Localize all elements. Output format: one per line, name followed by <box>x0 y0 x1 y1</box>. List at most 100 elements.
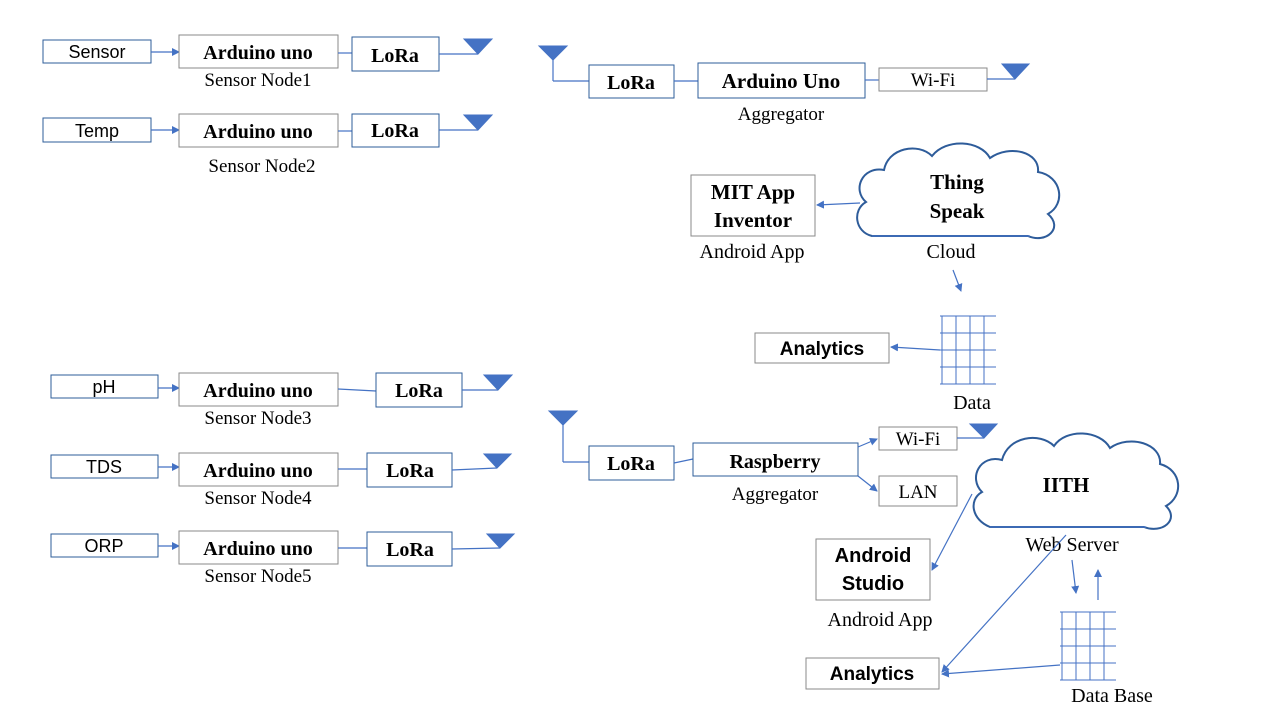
lora-box <box>588 445 675 481</box>
analytics-label: Analytics <box>830 664 914 685</box>
app-box <box>690 174 816 237</box>
server-to-analytics-arrow <box>941 534 1067 673</box>
sensor-label: TDS <box>86 457 122 477</box>
cloud-caption: Cloud <box>927 241 976 263</box>
node-caption: Sensor Node1 <box>204 70 311 91</box>
antenna-icon <box>462 38 494 55</box>
lan-label: LAN <box>898 482 937 503</box>
antenna-icon <box>485 533 516 549</box>
server-to-db-arrow <box>1071 559 1080 594</box>
mcu-label: Raspberry <box>729 451 820 473</box>
cloud-icon <box>856 142 1061 240</box>
database-caption: Data Base <box>1071 685 1153 707</box>
iith-cloud: IITH Web Server <box>972 432 1180 556</box>
server-to-app-arrow <box>931 493 973 571</box>
sensor-label: Temp <box>75 121 119 141</box>
sensor-box <box>50 374 159 399</box>
antenna-icon <box>482 374 514 391</box>
mcu-box <box>178 372 339 407</box>
lora-label: LoRa <box>607 453 655 475</box>
mcu-box <box>178 34 339 69</box>
lora-box <box>366 452 453 488</box>
lora-label: LoRa <box>386 460 434 482</box>
sensor-node-3: pH Arduino uno Sensor Node3 LoRa <box>50 372 514 429</box>
data-table-icon <box>940 315 996 385</box>
app-title-line1: MIT App <box>711 180 795 204</box>
mcu-label: Arduino uno <box>203 460 313 482</box>
aggregator-raspberry: LoRa Raspberry Aggregator Wi-Fi LAN <box>547 410 999 507</box>
data-caption: Data <box>953 392 991 414</box>
analytics-box <box>754 332 890 364</box>
cloud-title-line1: Thing <box>930 170 984 194</box>
cloud-icon <box>972 432 1180 530</box>
sensor-node-1: Sensor Arduino uno Sensor Node1 LoRa <box>42 34 494 91</box>
cloud-title-line2: Speak <box>930 199 985 223</box>
mcu-box <box>178 113 339 148</box>
aggregator-arduino: LoRa Arduino Uno Aggregator Wi-Fi <box>537 45 1031 125</box>
lora-box <box>588 64 675 99</box>
antenna-icon <box>537 45 569 61</box>
lora-label: LoRa <box>371 120 419 142</box>
antenna-icon <box>968 423 999 439</box>
mcu-label: Arduino uno <box>203 121 313 143</box>
sensor-node-5: ORP Arduino uno Sensor Node5 LoRa <box>50 530 516 587</box>
node-caption: Sensor Node3 <box>204 408 311 429</box>
mcu-to-lora-line <box>337 388 377 392</box>
data-store-1: Data Analytics <box>754 269 996 414</box>
sensor-label: ORP <box>84 536 123 556</box>
mcu-box <box>178 530 339 565</box>
cloud-title-line1: IITH <box>1043 473 1090 497</box>
node-caption: Sensor Node2 <box>208 156 315 177</box>
mcu-box <box>178 452 339 487</box>
app-caption: Android App <box>700 241 805 263</box>
analytics-box <box>805 657 940 690</box>
lora-label: LoRa <box>395 380 443 402</box>
antenna-feed <box>451 547 501 550</box>
data-to-analytics-arrow <box>890 343 941 352</box>
android-studio: Android Studio Android App <box>815 493 973 631</box>
mcu-label: Arduino uno <box>203 380 313 402</box>
app-title-line2: Inventor <box>714 208 792 232</box>
database-table-icon <box>1060 611 1116 681</box>
app-title-line2: Studio <box>842 573 904 595</box>
node-caption: Sensor Node4 <box>204 488 312 509</box>
mcu-to-lan-arrow <box>857 475 878 492</box>
mcu-to-wifi-arrow <box>857 438 878 448</box>
lora-box <box>351 36 440 72</box>
aggregator-caption: Aggregator <box>732 484 819 505</box>
mcu-label: Arduino uno <box>203 538 313 560</box>
cloud-to-app-arrow <box>816 200 861 209</box>
cloud-to-data-arrow <box>952 269 963 292</box>
lora-label: LoRa <box>371 45 419 67</box>
db-to-analytics-arrow <box>941 664 1061 678</box>
mcu-label: Arduino Uno <box>722 69 840 93</box>
lora-label: LoRa <box>607 72 655 94</box>
mcu-box <box>692 442 859 477</box>
app-caption: Android App <box>828 609 933 631</box>
antenna-icon <box>462 114 494 131</box>
lan-box <box>878 475 958 507</box>
sensor-label: Sensor <box>68 42 125 62</box>
sensor-label: pH <box>92 377 115 397</box>
lora-to-mcu-line <box>673 458 694 464</box>
analytics-label: Analytics <box>780 339 864 360</box>
thingspeak-cloud: Thing Speak Cloud <box>856 142 1061 263</box>
data-store-2: Data Base Analytics <box>805 534 1153 707</box>
antenna-icon <box>1000 63 1031 80</box>
wifi-label: Wi-Fi <box>911 70 956 91</box>
antenna-icon <box>547 410 579 426</box>
antenna-icon <box>482 453 513 469</box>
mit-app-inventor: MIT App Inventor Android App <box>690 174 861 263</box>
app-title-line1: Android <box>835 545 912 567</box>
antenna-feed <box>451 467 498 471</box>
lora-label: LoRa <box>386 539 434 561</box>
node-caption: Sensor Node5 <box>204 566 311 587</box>
mcu-label: Arduino uno <box>203 42 313 64</box>
sensor-node-2: Temp Arduino uno Sensor Node2 LoRa <box>42 113 494 177</box>
sensor-node-4: TDS Arduino uno Sensor Node4 LoRa <box>50 452 513 509</box>
cloud-caption: Web Server <box>1025 534 1119 556</box>
app-box <box>815 538 931 601</box>
lora-box <box>375 372 463 408</box>
mcu-box <box>697 62 866 99</box>
